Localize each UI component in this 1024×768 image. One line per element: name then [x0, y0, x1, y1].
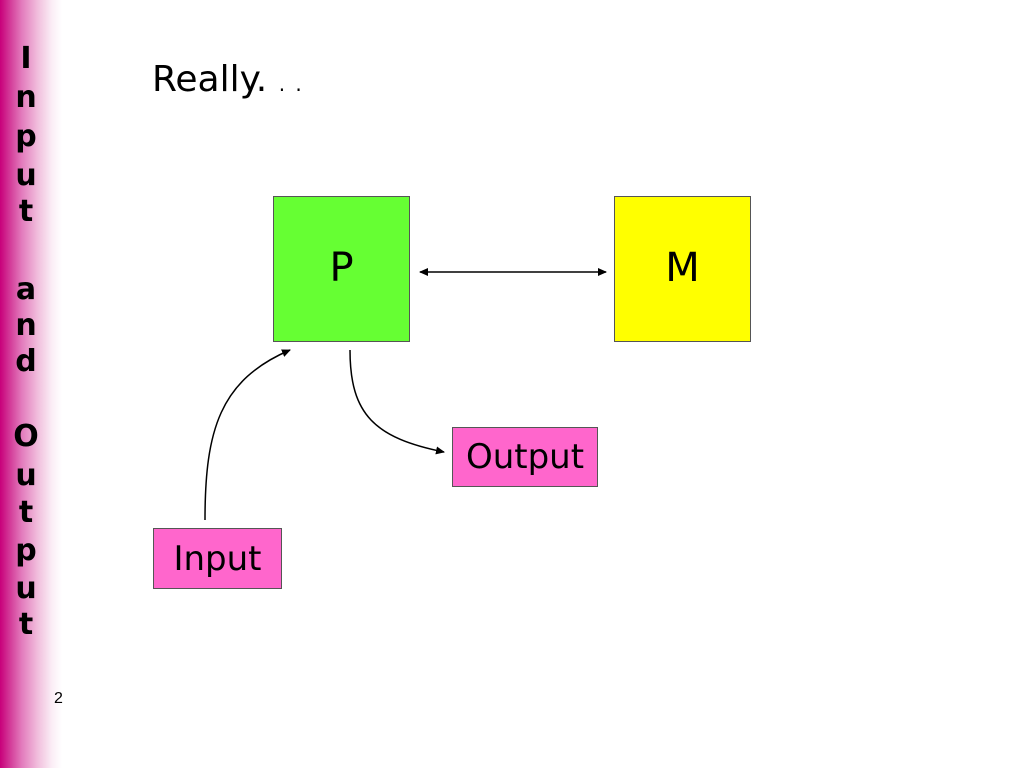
slide-number: 2 [54, 690, 63, 707]
node-input-label: Input [173, 538, 262, 579]
node-output: Output [452, 427, 598, 487]
sidebar-letter: d [15, 344, 37, 379]
node-p: P [273, 196, 410, 342]
sidebar-letter: u [15, 571, 37, 606]
node-p-label: P [329, 245, 354, 291]
node-output-label: Output [465, 437, 585, 477]
sidebar-letter: p [15, 533, 37, 568]
node-m: M [614, 196, 751, 342]
slide-title-text: Really. [152, 59, 268, 100]
arrow-input-p [204, 349, 291, 521]
slide-title: Really. . . [152, 58, 304, 106]
node-input: Input [153, 528, 282, 589]
sidebar-letter: t [18, 495, 34, 530]
sidebar-letter: n [15, 80, 37, 115]
sidebar-letter: I [20, 41, 32, 76]
sidebar-gradient [0, 0, 62, 768]
slide-title-dots: . . [278, 72, 304, 96]
sidebar-letter: n [15, 308, 37, 343]
sidebar-letter: p [15, 119, 37, 154]
sidebar-letter: t [18, 607, 34, 642]
sidebar-letter: u [15, 458, 37, 493]
sidebar-letter: a [15, 272, 37, 307]
sidebar-letter: O [13, 419, 39, 454]
sidebar-letter: t [18, 194, 34, 229]
arrow-p-output [349, 349, 445, 455]
node-m-label: M [665, 245, 700, 291]
sidebar-letter: u [15, 158, 37, 193]
